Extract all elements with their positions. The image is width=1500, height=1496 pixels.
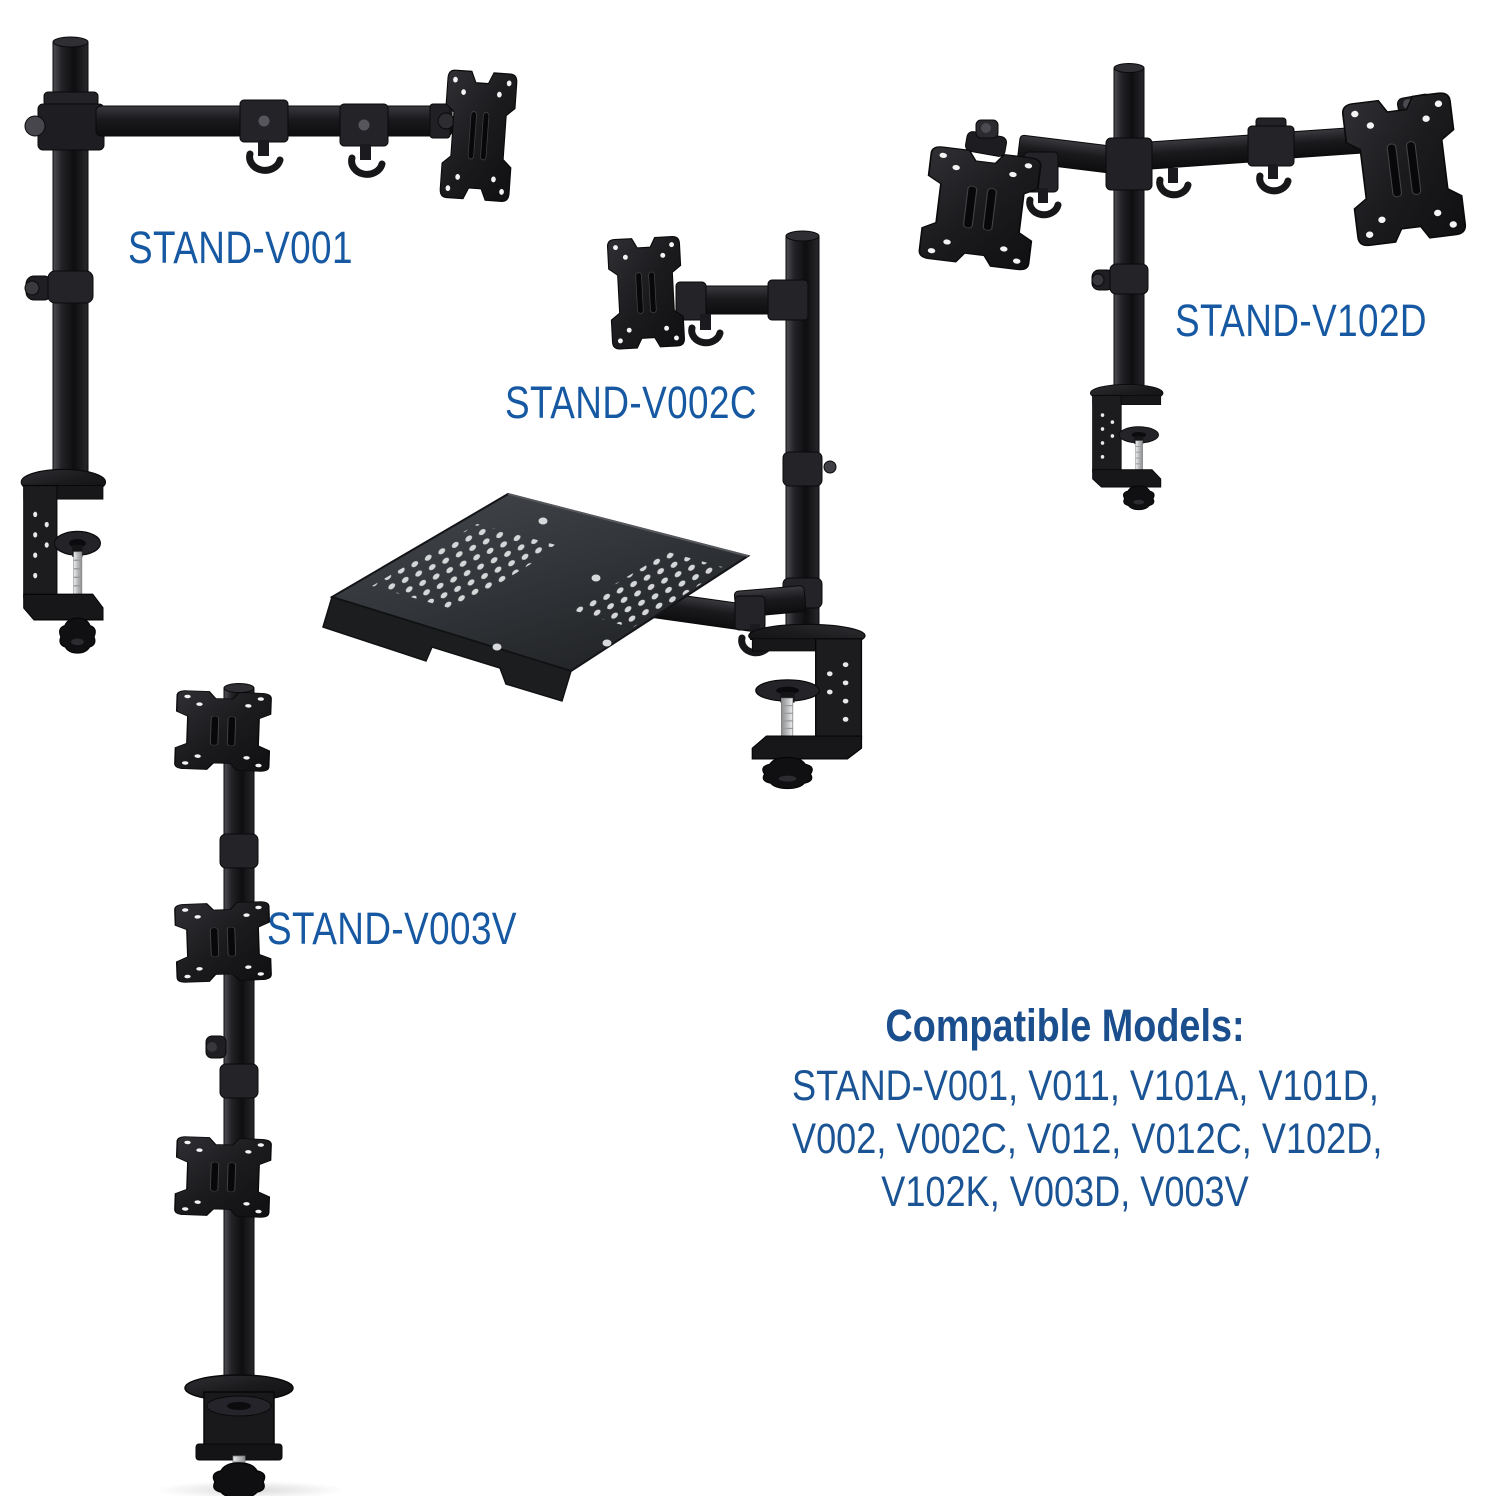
monitor-arm [675,279,809,347]
vesa-plate [439,69,519,203]
compatible-models-heading: Compatible Models: [885,1000,1245,1051]
desk-clamp [20,468,107,654]
compatible-models-block: Compatible Models: STAND-V001, V011, V10… [792,1000,1383,1219]
compatible-models-line: V002, V002C, V012, V012C, V102D, [792,1115,1383,1163]
product-label-stand-v001: STAND-V001 [128,222,353,273]
laptop-tray [322,492,751,702]
vesa-plate-bottom [173,1135,273,1219]
vesa-plate [606,235,686,350]
stand-v002c-photo [322,230,866,790]
pole-collar [24,270,94,304]
pole [205,683,259,1413]
pole [1091,63,1149,397]
compatible-models-line: STAND-V001, V011, V101A, V101D, [792,1062,1379,1110]
right-arm [1105,117,1385,199]
product-label-stand-v003v: STAND-V003V [267,903,517,954]
product-label-stand-v002c: STAND-V002C [505,377,757,428]
stand-v003v-photo [155,683,345,1496]
stand-v102d-photo [917,63,1468,511]
stand-v001-photo [20,36,519,654]
vesa-plate-middle [173,900,273,984]
vesa-plate-right [1340,91,1468,248]
product-label-stand-v102d: STAND-V102D [1175,295,1427,346]
desk-clamp [748,623,866,790]
desk-clamp [155,1374,345,1496]
desk-clamp [1089,383,1164,511]
vesa-plate-top [173,689,273,773]
vesa-plate-left [917,144,1043,272]
monitor-arm [24,91,455,178]
compatible-models-line: V102K, V003D, V003V [881,1168,1249,1216]
